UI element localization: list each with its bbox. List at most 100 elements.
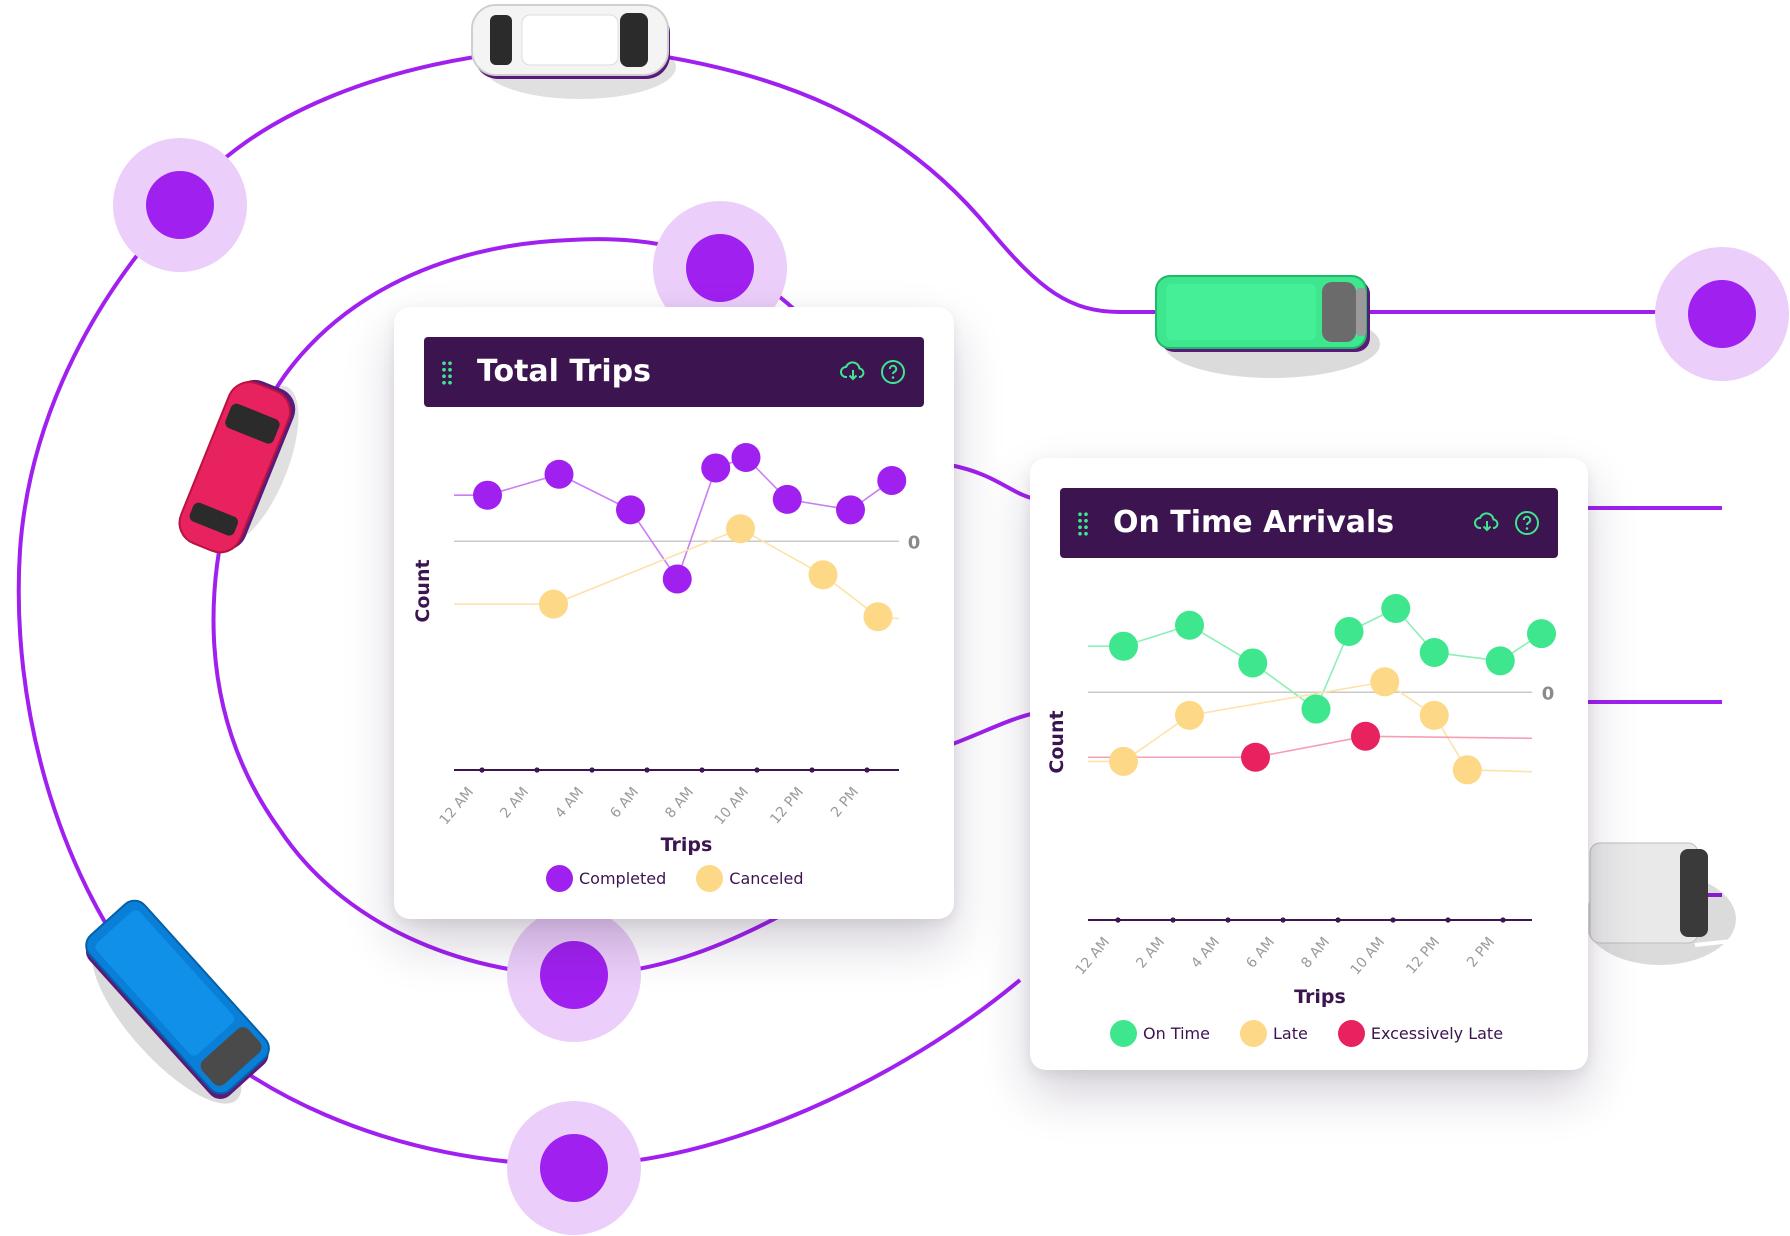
red-car (178, 379, 299, 554)
legend-label: Late (1272, 1024, 1308, 1043)
legend-label: On Time (1143, 1024, 1210, 1043)
x-tick-label: 2 PM (1464, 934, 1498, 970)
route-stop-5 (507, 1101, 641, 1235)
series-line-3 (1088, 735, 1533, 759)
legend-swatch (1110, 1020, 1137, 1047)
help-icon[interactable] (1514, 510, 1540, 536)
x-tick-label: 4 AM (552, 784, 587, 821)
series-2-point (1109, 746, 1138, 776)
series-2-point (539, 589, 568, 619)
legend-item-1[interactable]: Completed (546, 865, 666, 892)
series-1-point (877, 466, 907, 496)
x-tick-mark (1170, 917, 1176, 923)
x-tick-label: 12 AM (437, 784, 477, 828)
x-tick-label: 10 AM (712, 784, 752, 828)
legend-item-1[interactable]: On Time (1110, 1020, 1210, 1047)
series-1-point (1301, 694, 1331, 724)
grip-icon[interactable] (441, 360, 453, 386)
x-tick-label: 2 AM (497, 784, 532, 821)
cloud-download-icon[interactable] (840, 359, 866, 385)
route-stop-2 (653, 201, 787, 335)
x-tick-mark (479, 767, 485, 773)
route-stop-1 (113, 138, 247, 272)
link-route-line-2 (949, 710, 1041, 747)
series-2-point (726, 514, 755, 544)
x-tick-mark (754, 767, 760, 773)
x-tick-mark (1445, 917, 1451, 923)
rv-truck (1584, 842, 1736, 965)
x-tick-label: 8 AM (1298, 934, 1333, 971)
legend-item-2[interactable]: Late (1239, 1020, 1308, 1047)
x-tick-label: 12 AM (1073, 934, 1113, 978)
legend-label: Excessively Late (1370, 1024, 1504, 1043)
zero-label: 0 (908, 532, 921, 553)
link-route-line-1 (949, 463, 1041, 502)
x-tick-mark (809, 767, 815, 773)
help-icon[interactable] (880, 359, 906, 385)
route-stop-4 (507, 908, 641, 1042)
x-tick-label: 6 AM (1243, 934, 1278, 971)
blue-van (85, 899, 270, 1104)
series-line-1 (1088, 607, 1542, 711)
series-2-point (1175, 700, 1204, 730)
series-1-point (1334, 617, 1364, 647)
card-title: On Time Arrivals (1113, 505, 1395, 540)
y-axis-label: Count (412, 559, 434, 622)
series-1-point (1485, 646, 1515, 676)
on-time-arrivals-card: On Time Arrivals 0 12 AM 2 AM 4 AM 6 AM 8 AM 1… (1030, 458, 1588, 1070)
card-header: On Time Arrivals (1060, 488, 1558, 558)
x-tick-label: 12 PM (767, 784, 807, 827)
x-axis-label: Trips (661, 834, 713, 856)
chart-legend: On Time Late Excessively Late (1110, 1020, 1533, 1047)
series-1-point (544, 459, 574, 489)
x-tick-mark (699, 767, 705, 773)
x-tick-mark (1280, 917, 1286, 923)
chart-legend: Completed Canceled (546, 865, 833, 892)
card-header: Total Trips (424, 337, 924, 407)
series-1-point (473, 480, 502, 510)
x-tick-label: 10 AM (1348, 934, 1388, 978)
series-1-point (616, 495, 645, 525)
series-3-point (1241, 742, 1270, 772)
series-1-point (1109, 631, 1138, 661)
series-2-point (1370, 667, 1400, 697)
legend-label: Completed (579, 869, 667, 888)
legend-swatch (546, 865, 573, 892)
legend-item-3[interactable]: Excessively Late (1337, 1020, 1504, 1047)
card-title: Total Trips (477, 354, 651, 389)
x-tick-label: 2 AM (1133, 934, 1168, 971)
legend-swatch (696, 865, 724, 892)
grip-icon[interactable] (1077, 511, 1089, 537)
series-2-point (1452, 755, 1482, 785)
x-tick-label: 12 PM (1403, 934, 1443, 977)
legend-item-2[interactable]: Canceled (696, 865, 803, 892)
legend-label: Canceled (729, 869, 804, 888)
series-1-point (772, 484, 802, 514)
series-2-point (1419, 700, 1449, 730)
cloud-download-icon[interactable] (1474, 510, 1500, 536)
series-1-point (1175, 610, 1204, 640)
series-3-point (1351, 721, 1380, 751)
x-tick-label: 4 AM (1188, 934, 1223, 971)
on-time-arrivals-chart: 0 12 AM 2 AM 4 AM 6 AM 8 AM 10 AM 12 PM 2 PM Coun… (1046, 593, 1556, 1008)
x-tick-mark (1115, 917, 1121, 923)
series-line-1 (454, 456, 893, 581)
white-car (471, 4, 676, 99)
series-2-point (808, 560, 838, 590)
series-1-point (1419, 637, 1449, 667)
x-tick-mark (644, 767, 650, 773)
x-tick-label: 6 AM (607, 784, 642, 821)
x-tick-mark (589, 767, 595, 773)
green-van (1155, 275, 1380, 378)
series-2-point (863, 602, 893, 632)
x-tick-mark (1225, 917, 1231, 923)
series-1-point (1238, 648, 1268, 678)
legend-swatch (1337, 1020, 1365, 1047)
y-axis-label: Count (1046, 710, 1068, 773)
zero-label: 0 (1542, 683, 1555, 704)
x-axis-label: Trips (1294, 986, 1346, 1008)
series-1-point (731, 442, 761, 472)
series-1-point (1527, 619, 1556, 649)
